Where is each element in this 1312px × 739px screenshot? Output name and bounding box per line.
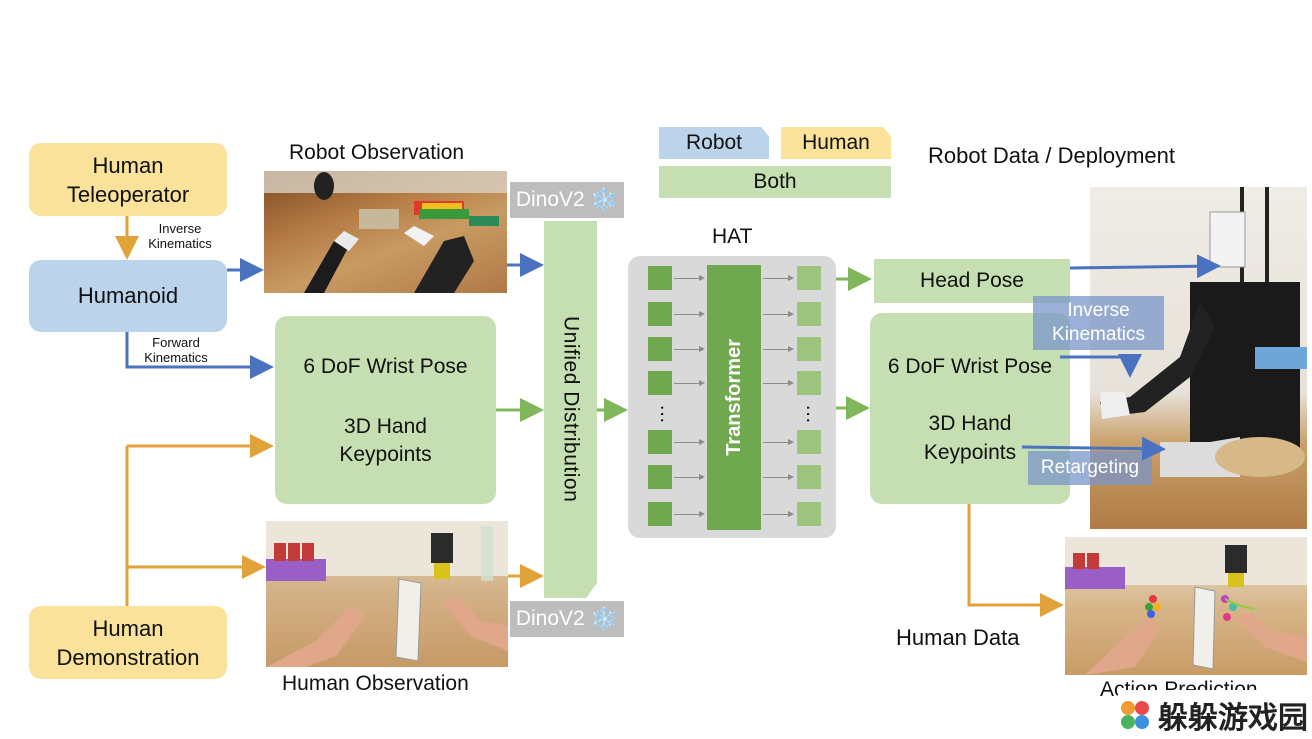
token-square <box>797 371 821 395</box>
token-arrow <box>763 380 794 386</box>
legend-human: Human <box>781 127 891 159</box>
token-square <box>648 337 672 361</box>
token-arrow <box>674 311 705 317</box>
token-arrow <box>763 311 794 317</box>
token-arrow <box>763 346 794 352</box>
token-square <box>648 371 672 395</box>
human-hands-illustration <box>266 521 508 667</box>
token-square <box>797 302 821 326</box>
token-square <box>648 430 672 454</box>
retargeting-overlay: Retargeting <box>1028 451 1152 485</box>
forward-kinematics-label: Forward Kinematics <box>144 335 208 365</box>
token-square <box>797 430 821 454</box>
robot-data-deployment-title: Robot Data / Deployment <box>928 143 1176 168</box>
token-arrow <box>674 275 705 281</box>
head-pose-box: Head Pose <box>874 259 1070 303</box>
watermark-logo-icon <box>1121 700 1149 729</box>
action-prediction-image <box>1065 537 1307 675</box>
human-observation-title: Human Observation <box>282 672 469 695</box>
hand-keypoints-label: 3D Hand Keypoints <box>339 415 432 466</box>
robot-observation-image <box>264 171 507 293</box>
token-arrow <box>674 346 705 352</box>
human-data-title: Human Data <box>896 625 1020 650</box>
token-arrow <box>674 380 705 386</box>
unified-distribution-bar: Unified Distribution <box>544 221 597 598</box>
token-square <box>797 266 821 290</box>
human-observation-image <box>266 521 508 667</box>
wrist-pose-label: 6 DoF Wrist Pose <box>887 355 1053 378</box>
snowflake-icon: ❄️ <box>590 187 619 212</box>
dinov2-top-badge: DinoV2 ❄️ <box>510 182 624 218</box>
human-demonstration-node: Human Demonstration <box>29 606 227 679</box>
dinov2-bottom-badge: DinoV2 ❄️ <box>510 601 624 637</box>
legend-robot: Robot <box>659 127 769 159</box>
wrist-pose-label: 6 DoF Wrist Pose <box>303 355 468 378</box>
token-arrow <box>763 511 794 517</box>
token-square <box>648 302 672 326</box>
transformer-block: Transformer <box>707 265 761 530</box>
token-arrow <box>763 439 794 445</box>
ellipsis-dots: … <box>656 404 678 424</box>
humanoid-robot-illustration <box>1100 187 1307 477</box>
token-square <box>797 337 821 361</box>
humanoid-node: Humanoid <box>29 260 227 332</box>
hat-title: HAT <box>712 225 753 248</box>
token-arrow <box>763 275 794 281</box>
watermark: 躲躲游戏园 <box>1118 690 1312 739</box>
token-square <box>648 266 672 290</box>
robot-hands-illustration <box>264 171 507 293</box>
token-arrow <box>763 474 794 480</box>
token-square <box>797 502 821 526</box>
snowflake-icon: ❄️ <box>590 606 619 631</box>
token-arrow <box>674 474 705 480</box>
token-arrow <box>674 439 705 445</box>
robot-observation-title: Robot Observation <box>289 141 465 164</box>
token-square <box>648 502 672 526</box>
legend-both: Both <box>659 166 891 198</box>
action-prediction-illustration <box>1065 537 1307 675</box>
human-teleoperator-node: Human Teleoperator <box>29 143 227 216</box>
inverse-kinematics-overlay: Inverse Kinematics <box>1033 296 1164 350</box>
inverse-kinematics-label: Inverse Kinematics <box>148 221 212 251</box>
token-arrow <box>674 511 705 517</box>
robot-wrist-keypoints-box: 6 DoF Wrist Pose 3D Hand Keypoints <box>275 316 496 504</box>
token-square <box>797 465 821 489</box>
arrow-to-action-prediction <box>967 504 1064 617</box>
ellipsis-dots: … <box>802 404 824 424</box>
token-square <box>648 465 672 489</box>
hand-keypoints-label: 3D Hand Keypoints <box>923 412 1017 464</box>
